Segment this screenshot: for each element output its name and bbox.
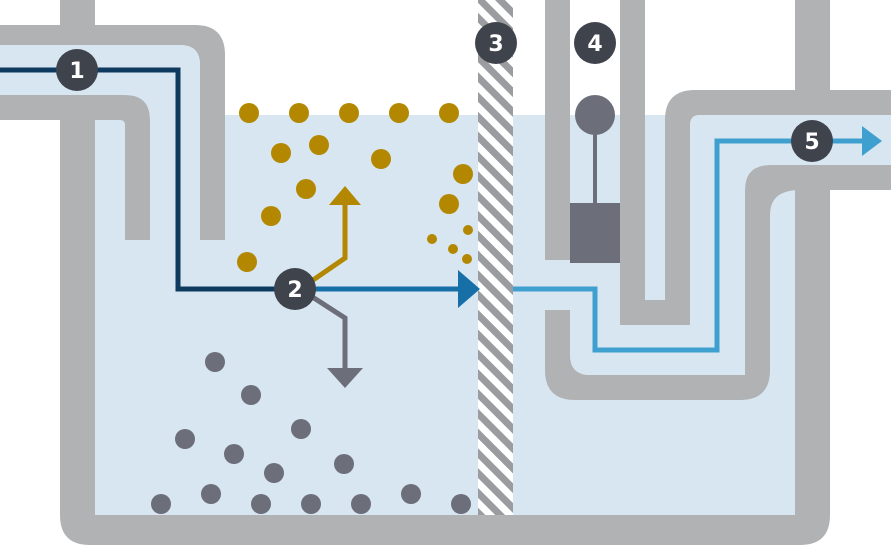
floating-particle	[371, 149, 391, 169]
sediment-particle	[301, 494, 321, 514]
floating-particle	[271, 143, 291, 163]
floating-particle	[309, 135, 329, 155]
sediment-particle	[205, 352, 225, 372]
valve-body	[570, 203, 620, 263]
screen	[478, 0, 513, 515]
floating-particle	[427, 234, 437, 244]
badge-2: 2	[274, 268, 316, 310]
float-up-line	[298, 200, 348, 292]
sediment-particle	[351, 494, 371, 514]
sink-down-line	[298, 286, 348, 372]
badge-5: 5	[791, 120, 833, 162]
float-up-arrowhead	[329, 186, 361, 205]
outflow-arrowhead	[862, 126, 882, 156]
sediment-particle	[264, 463, 284, 483]
floating-particle	[462, 254, 472, 264]
svg-text:5: 5	[804, 130, 819, 155]
svg-text:3: 3	[488, 32, 503, 57]
flow-through-arrowhead	[458, 270, 480, 308]
floating-particle	[239, 103, 259, 123]
sediment-particle	[451, 494, 471, 514]
floating-particle	[453, 164, 473, 184]
outlet-pipe	[545, 0, 891, 400]
badges: 1 2 3 4 5	[56, 22, 833, 310]
sediment-particle	[201, 484, 221, 504]
floating-particle	[463, 225, 473, 235]
svg-text:1: 1	[69, 59, 84, 84]
sink-down-arrowhead	[327, 368, 363, 388]
floating-particle	[296, 179, 316, 199]
svg-text:4: 4	[587, 32, 602, 57]
badge-3: 3	[475, 22, 517, 64]
sediment-particle	[334, 454, 354, 474]
sediment-particle	[251, 494, 271, 514]
sediment-particles	[151, 352, 471, 514]
floating-particle	[289, 103, 309, 123]
floating-particle	[439, 194, 459, 214]
badge-4: 4	[574, 22, 616, 64]
floating-particle	[237, 252, 257, 272]
floating-particle	[389, 103, 409, 123]
floating-particle	[339, 103, 359, 123]
floating-particles	[237, 103, 473, 272]
sediment-particle	[224, 444, 244, 464]
floating-particle	[448, 244, 458, 254]
sediment-particle	[241, 385, 261, 405]
sediment-particle	[151, 494, 171, 514]
flow-lines	[0, 67, 882, 388]
sediment-particle	[291, 419, 311, 439]
floating-particle	[261, 206, 281, 226]
sediment-particle	[401, 484, 421, 504]
inlet-pipe	[0, 0, 225, 240]
badge-1: 1	[56, 49, 98, 91]
svg-text:2: 2	[287, 278, 302, 303]
outflow-line	[513, 138, 868, 353]
sediment-particle	[175, 429, 195, 449]
floating-particle	[439, 103, 459, 123]
float-valve	[570, 95, 620, 263]
float-ball	[575, 95, 615, 135]
